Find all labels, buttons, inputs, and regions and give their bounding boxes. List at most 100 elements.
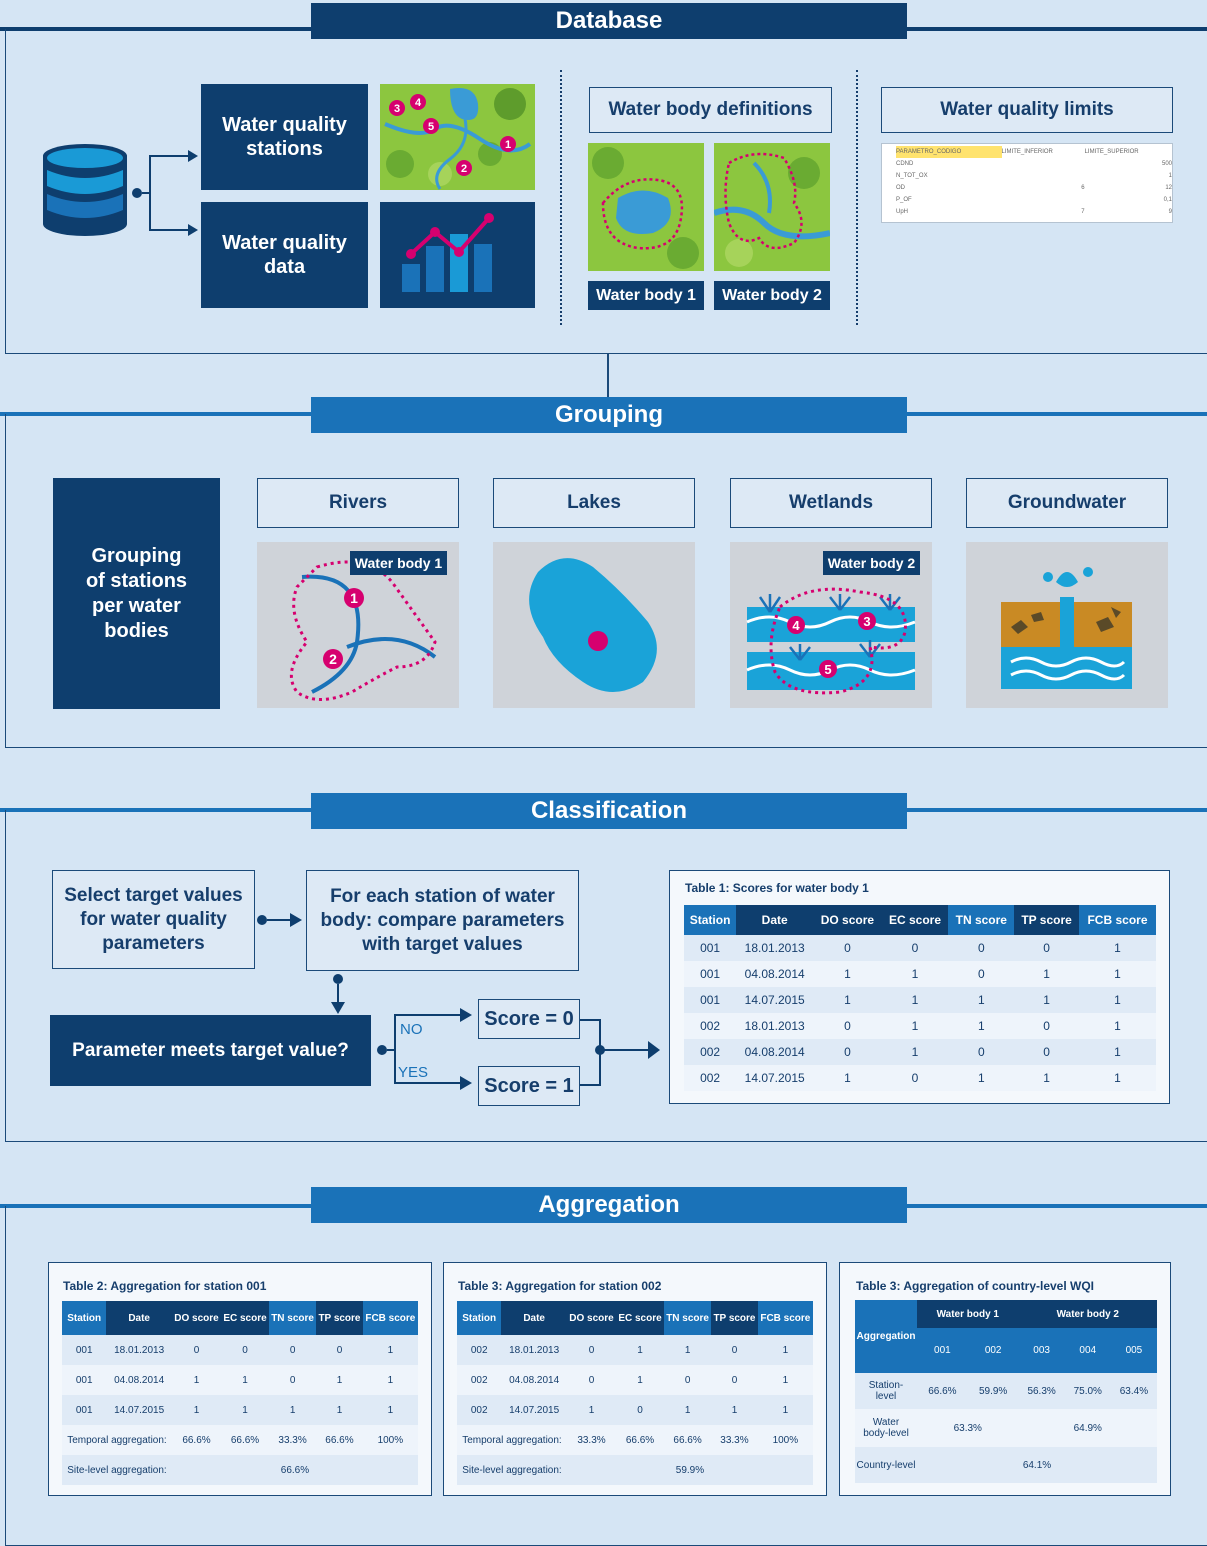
- table1-cell: 1: [1014, 1065, 1079, 1091]
- table2-temporal-label: Temporal aggregation:: [62, 1425, 172, 1455]
- table3a-header: TN score: [663, 1301, 712, 1335]
- table2-header: TN score: [268, 1301, 317, 1335]
- table3b-wb1-header: Water body 1: [917, 1300, 1019, 1328]
- table3a-cell: 1: [757, 1335, 813, 1365]
- table1-card: Table 1: Scores for water body 1 Station…: [669, 870, 1170, 1104]
- river-marker-2: 2: [329, 651, 337, 667]
- map-marker-4: 4: [415, 97, 422, 109]
- table3a-temporal-row: Temporal aggregation:33.3%66.6%66.6%33.3…: [457, 1425, 813, 1455]
- wetland-marker-4: 4: [792, 618, 800, 633]
- limits-cell: 6: [1081, 185, 1085, 191]
- table3a-cell: 0: [711, 1365, 758, 1395]
- wetland-icon: 4 3 5: [746, 587, 916, 695]
- wetlands-box: Wetlands: [730, 478, 932, 528]
- table3a-cell: 0: [711, 1335, 758, 1365]
- table3b-station-level-label: Station-level: [855, 1373, 917, 1409]
- wetland-marker-5: 5: [824, 662, 831, 677]
- table1-cell: 1: [881, 1039, 949, 1065]
- limits-cell: 9: [1168, 209, 1172, 215]
- table2-temporal-row: Temporal aggregation:66.6%66.6%33.3%66.6…: [62, 1425, 418, 1455]
- table1-cell: 0: [948, 1039, 1015, 1065]
- water-quality-data-box: Water quality data: [201, 202, 368, 308]
- table1-header: EC score: [881, 905, 949, 935]
- table2-header: Date: [106, 1301, 172, 1335]
- table1-cell: 0: [813, 1013, 882, 1039]
- groundwater-label: Groundwater: [1007, 492, 1127, 513]
- table3a-header: Date: [501, 1301, 567, 1335]
- table3b-station-header: 002: [967, 1328, 1019, 1373]
- table3a-cell: 18.01.2013: [501, 1335, 567, 1365]
- rivers-tile: 1 2 Water body 1: [257, 542, 459, 708]
- table3b-cell: 59.9%: [967, 1373, 1019, 1409]
- table3a-cell: 002: [457, 1395, 502, 1425]
- table2-temporal-cell: 66.6%: [171, 1425, 222, 1455]
- water-body-2-map: [714, 143, 830, 271]
- table1-cell: 1: [1078, 1039, 1156, 1065]
- table3a-cell: 0: [566, 1335, 617, 1365]
- classification-arrows: [257, 913, 660, 1090]
- table2-cell: 1: [316, 1395, 363, 1425]
- score1-label: Score = 1: [484, 1074, 574, 1097]
- table3a-header: TP score: [711, 1301, 758, 1335]
- data-chart-icon: [380, 202, 535, 308]
- water-body-1-label: Water body 1: [596, 286, 696, 304]
- wetlands-label: Wetlands: [788, 492, 874, 513]
- table2-cell: 1: [171, 1395, 222, 1425]
- river-icon: 1 2: [289, 560, 437, 701]
- table1-cell: 0: [813, 1039, 882, 1065]
- table3b-cell: 64.1%: [917, 1447, 1157, 1483]
- table2-cell: 1: [268, 1395, 317, 1425]
- score0-label: Score = 0: [484, 1007, 574, 1030]
- limits-cell: N_TOT_OX: [896, 173, 928, 179]
- table2-cell: 14.07.2015: [106, 1395, 172, 1425]
- table1-cell: 002: [684, 1039, 737, 1065]
- table1-header: Station: [684, 905, 737, 935]
- classification-rule-right: [907, 808, 1207, 812]
- yes-label: YES: [398, 1064, 429, 1081]
- table1-cell: 1: [813, 987, 882, 1013]
- aggregation-title: Aggregation: [311, 1187, 907, 1223]
- table1-cell: 1: [1014, 987, 1079, 1013]
- limits-header-3: LIMITE_SUPERIOR: [1084, 149, 1139, 155]
- table3b-cell: 66.6%: [917, 1373, 968, 1409]
- water-body-definitions-label: Water body definitions: [608, 99, 813, 120]
- limits-cell: CDND: [896, 161, 914, 167]
- groundwater-tile: [966, 542, 1168, 708]
- database-title: Database: [311, 3, 907, 39]
- table2-cell: 1: [362, 1395, 418, 1425]
- table3b-cell: 63.3%: [917, 1409, 1019, 1447]
- table1-cell: 0: [948, 935, 1015, 961]
- table3a-header: FCB score: [757, 1301, 813, 1335]
- table2-header: Station: [62, 1301, 107, 1335]
- table2-cell: 1: [171, 1365, 222, 1395]
- separator-1: [560, 70, 562, 325]
- wetlands-tile: 4 3 5 Water body 2: [730, 542, 932, 708]
- wetlands-wb2-tag: Water body 2: [823, 551, 920, 575]
- table3a-temporal-cell: 100%: [757, 1425, 813, 1455]
- score0-box: Score = 0: [478, 999, 580, 1039]
- limits-cell: 7: [1081, 209, 1085, 215]
- table3a-temporal-cell: 33.3%: [711, 1425, 758, 1455]
- stations-map: 3 4 5 1 2: [380, 84, 535, 190]
- table3b-cell: 56.3%: [1018, 1373, 1065, 1409]
- water-quality-stations-label: Water quality stations: [222, 114, 347, 160]
- table3a-site-row: Site-level aggregation:59.9%: [457, 1455, 813, 1485]
- table1-cell: 0: [948, 961, 1015, 987]
- limits-cell: 500: [1161, 161, 1172, 167]
- table1-header: DO score: [813, 905, 882, 935]
- water-body-1-map: [588, 143, 704, 271]
- limits-cell: 0,1: [1163, 197, 1172, 203]
- table1-cell: 14.07.2015: [736, 1065, 814, 1091]
- table3a-cell: 14.07.2015: [501, 1395, 567, 1425]
- table1-cell: 1: [1078, 987, 1156, 1013]
- limits-header-2: LIMITE_INFERIOR: [1001, 149, 1053, 155]
- water-quality-limits-box: Water quality limits: [881, 87, 1173, 133]
- table2-header: EC score: [221, 1301, 269, 1335]
- table2-card: Table 2: Aggregation for station 001 Sta…: [48, 1262, 432, 1496]
- table3b-card: Table 3: Aggregation of country-level WQ…: [839, 1262, 1171, 1496]
- table2-temporal-cell: 33.3%: [268, 1425, 317, 1455]
